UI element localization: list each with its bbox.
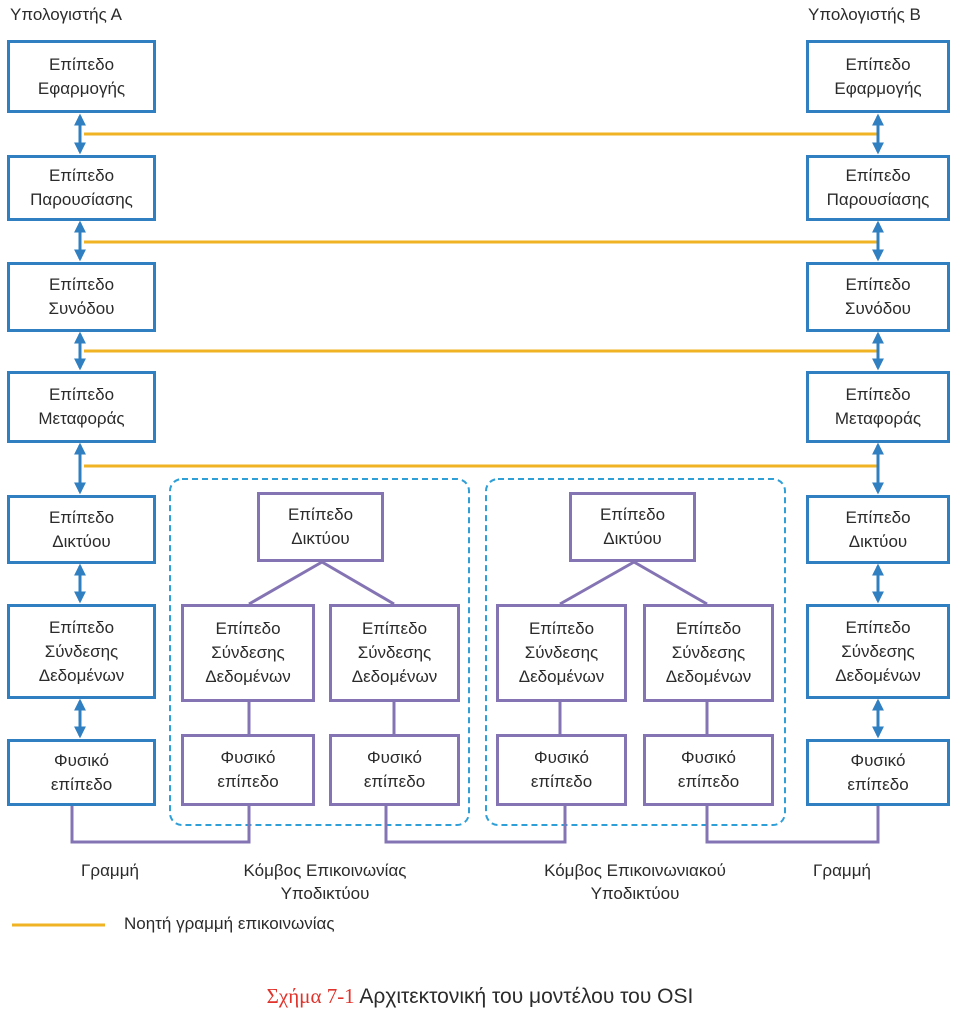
- line-label-right: Γραμμή: [813, 861, 871, 880]
- layer-label: Φυσικό: [534, 748, 589, 767]
- layer-label: Φυσικό: [54, 750, 109, 770]
- host-a-transport-layer: Επίπεδο Μεταφοράς: [7, 371, 156, 443]
- layer-label: Επίπεδο: [48, 617, 115, 637]
- layer-name: Εφαρμογής: [37, 78, 126, 98]
- host-b-transport-layer: Επίπεδο Μεταφοράς: [806, 371, 950, 443]
- layer-name: Δικτύου: [848, 531, 908, 551]
- layer-label: Επίπεδο: [48, 166, 115, 185]
- layer-label: Επίπεδο: [215, 619, 281, 638]
- layer-name-2: Δεδομένων: [351, 667, 438, 686]
- node-1-datalink-layer-right: Επίπεδο Σύνδεσης Δεδομένων: [329, 604, 460, 702]
- node-frame-2: [485, 478, 786, 826]
- host-a-title: Υπολογιστής Α: [10, 5, 122, 24]
- layer-name: Σύνδεσης: [211, 643, 285, 662]
- node-2-label-line2: Υποδικτύου: [590, 884, 680, 903]
- line-label-left: Γραμμή: [81, 861, 139, 880]
- layer-label: Επίπεδο: [48, 54, 115, 74]
- layer-label: Επίπεδο: [845, 385, 911, 404]
- layer-name: Δικτύου: [291, 529, 350, 548]
- layer-name-2: Δεδομένων: [518, 667, 605, 686]
- node-1-label-line1: Κόμβος Επικοινωνίας: [243, 861, 407, 880]
- layer-name: επίπεδο: [50, 774, 113, 794]
- layer-label: Επίπεδο: [528, 619, 595, 638]
- layer-name: Συνόδου: [845, 299, 911, 318]
- layer-label: Επίπεδο: [361, 619, 428, 638]
- host-a-application-layer: Επίπεδο Εφαρμογής: [7, 40, 156, 113]
- layer-label: Επίπεδο: [845, 275, 911, 294]
- legend-text: Νοητή γραμμή επικοινωνίας: [124, 914, 335, 933]
- layer-label: Επίπεδο: [599, 505, 666, 524]
- layer-label: Επίπεδο: [287, 505, 354, 524]
- layer-name: Σύνδεσης: [671, 643, 746, 662]
- node-2-physical-layer-left: Φυσικό επίπεδο: [496, 734, 627, 806]
- host-b-network-layer: Επίπεδο Δικτύου: [806, 495, 950, 564]
- host-a-presentation-layer: Επίπεδο Παρουσίασης: [7, 155, 156, 221]
- layer-name: Μεταφοράς: [834, 409, 922, 428]
- layer-name: Σύνδεσης: [357, 643, 432, 662]
- caption-number: Σχήμα 7-1: [266, 984, 355, 1008]
- layer-label: Φυσικό: [367, 748, 422, 767]
- node-2-network-layer: Επίπεδο Δικτύου: [569, 492, 696, 562]
- layer-label: Επίπεδο: [675, 619, 742, 638]
- node-1-label-line2: Υποδικτύου: [280, 884, 370, 903]
- layer-name: επίπεδο: [363, 772, 426, 791]
- host-a-physical-layer: Φυσικό επίπεδο: [7, 739, 156, 806]
- layer-label: Επίπεδο: [48, 385, 115, 404]
- layer-name: επίπεδο: [530, 772, 593, 791]
- node-2-label-line1: Κόμβος Επικοινωνιακού: [544, 861, 726, 880]
- node-1-physical-layer-right: Φυσικό επίπεδο: [329, 734, 460, 806]
- host-b-application-layer: Επίπεδο Εφαρμογής: [806, 40, 950, 113]
- node-2-label: Κόμβος Επικοινωνιακού Υποδικτύου: [505, 859, 765, 905]
- node-frames: [169, 478, 786, 826]
- layer-name: Παρουσίασης: [30, 190, 133, 209]
- physical-links: [70, 560, 880, 844]
- layer-name: επίπεδο: [847, 774, 909, 794]
- host-b-title: Υπολογιστής Β: [808, 5, 921, 24]
- host-b-session-layer: Επίπεδο Συνόδου: [806, 262, 950, 332]
- layer-name: Σύνδεσης: [44, 641, 119, 661]
- caption-text: Αρχιτεκτονική του μοντέλου του OSI: [359, 985, 694, 1008]
- node-1-datalink-layer-left: Επίπεδο Σύνδεσης Δεδομένων: [181, 604, 315, 702]
- node-2-physical-layer-right: Φυσικό επίπεδο: [643, 734, 774, 806]
- node-2-datalink-layer-right: Επίπεδο Σύνδεσης Δεδομένων: [643, 604, 774, 702]
- host-a-network-layer: Επίπεδο Δικτύου: [7, 495, 156, 564]
- layer-name: Σύνδεσης: [524, 643, 599, 662]
- layer-label: Επίπεδο: [845, 507, 911, 527]
- layer-name: επίπεδο: [677, 772, 740, 791]
- layer-label: Επίπεδο: [48, 275, 115, 294]
- node-1-label: Κόμβος Επικοινωνίας Υποδικτύου: [200, 859, 450, 905]
- host-a-datalink-layer: Επίπεδο Σύνδεσης Δεδομένων: [7, 604, 156, 699]
- layer-name: Δικτύου: [52, 531, 111, 551]
- layer-label: Επίπεδο: [48, 507, 115, 527]
- layer-name-2: Δεδομένων: [38, 665, 125, 685]
- node-1-physical-layer-left: Φυσικό επίπεδο: [181, 734, 315, 806]
- host-b-datalink-layer: Επίπεδο Σύνδεσης Δεδομένων: [806, 604, 950, 699]
- layer-name: Δικτύου: [603, 529, 662, 548]
- node-1-network-layer: Επίπεδο Δικτύου: [257, 492, 384, 562]
- host-arrows: [74, 113, 884, 739]
- node-frame-1: [169, 478, 470, 826]
- layer-name: Μεταφοράς: [38, 409, 125, 428]
- host-b-physical-layer: Φυσικό επίπεδο: [806, 739, 950, 806]
- layer-name: Εφαρμογής: [834, 78, 922, 98]
- layer-name: Σύνδεσης: [841, 641, 915, 661]
- figure-caption: Σχήμα 7-1 Αρχιτεκτονική του μοντέλου του…: [0, 984, 960, 1009]
- layer-label: Φυσικό: [850, 750, 906, 770]
- host-b-presentation-layer: Επίπεδο Παρουσίασης: [806, 155, 950, 221]
- layer-name-2: Δεδομένων: [835, 665, 921, 685]
- layer-name-2: Δεδομένων: [665, 667, 752, 686]
- host-a-session-layer: Επίπεδο Συνόδου: [7, 262, 156, 332]
- layer-name: Παρουσίασης: [826, 190, 930, 209]
- layer-label: Επίπεδο: [845, 54, 911, 74]
- layer-label: Επίπεδο: [845, 617, 911, 637]
- layer-name: Συνόδου: [48, 299, 115, 318]
- layer-name-2: Δεδομένων: [205, 667, 291, 686]
- layer-name: επίπεδο: [217, 772, 279, 791]
- layer-label: Επίπεδο: [845, 166, 911, 185]
- layer-label: Φυσικό: [681, 748, 736, 767]
- node-2-datalink-layer-left: Επίπεδο Σύνδεσης Δεδομένων: [496, 604, 627, 702]
- layer-label: Φυσικό: [220, 748, 276, 767]
- virtual-lines: [12, 132, 878, 927]
